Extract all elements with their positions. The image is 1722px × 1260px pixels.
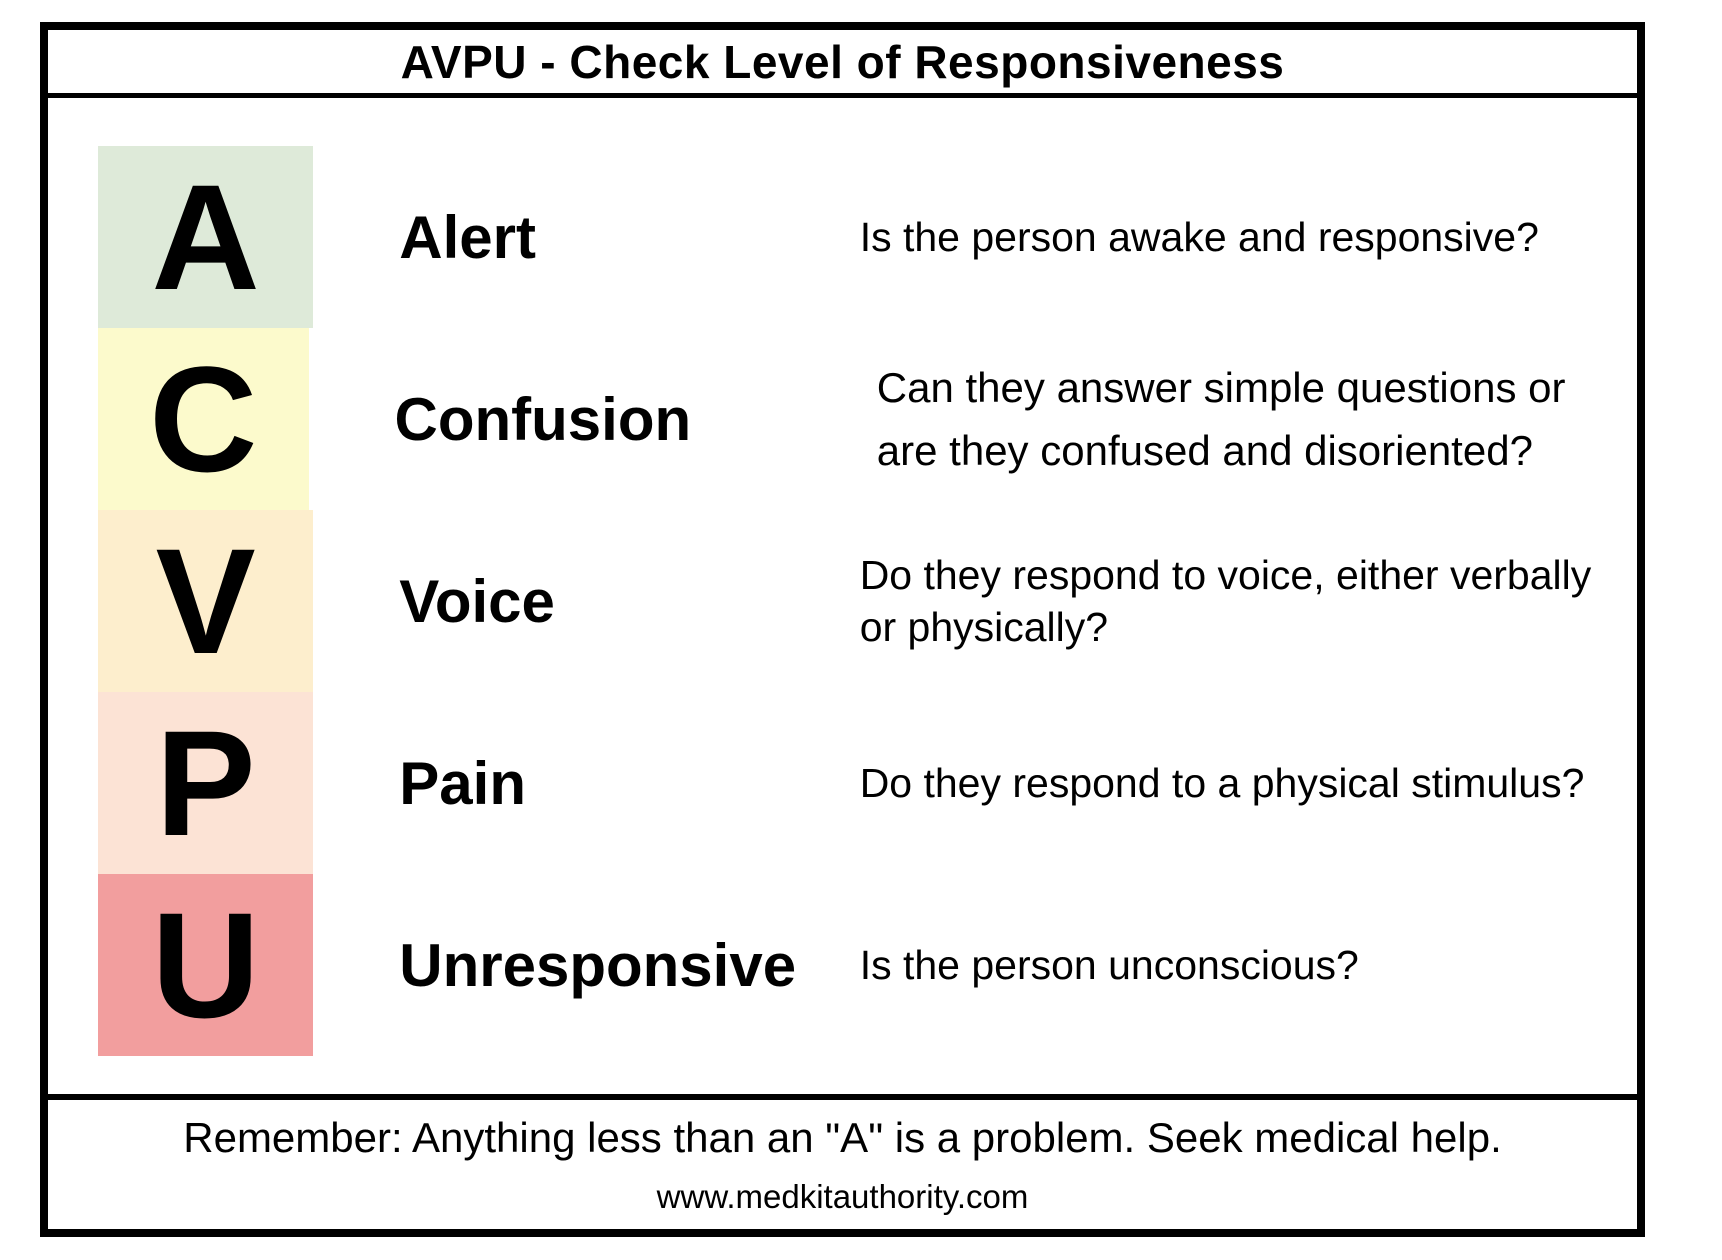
description-voice: Do they respond to voice, either verball… xyxy=(859,551,1592,650)
label-voice: Voice xyxy=(399,567,555,635)
reminder-text: Remember: Anything less than an "A" is a… xyxy=(183,1114,1502,1161)
footer: Remember: Anything less than an "A" is a… xyxy=(48,1094,1637,1229)
website-text: www.medkitauthority.com xyxy=(656,1178,1029,1216)
letter-a: A xyxy=(98,146,314,328)
letter-v: V xyxy=(98,510,314,692)
letter-u: U xyxy=(98,874,314,1056)
page-title: AVPU - Check Level of Responsiveness xyxy=(400,35,1285,88)
label-alert: Alert xyxy=(399,203,536,271)
row-pain: P Pain Do they respond to a physical sti… xyxy=(98,692,1637,874)
avpu-card: AVPU - Check Level of Responsiveness A A… xyxy=(40,22,1645,1237)
row-confusion: C Confusion Can they answer simple quest… xyxy=(98,328,1637,510)
letter-p: P xyxy=(98,692,314,874)
description-unresponsive: Is the person unconscious? xyxy=(859,941,1359,988)
row-alert: A Alert Is the person awake and responsi… xyxy=(98,146,1637,328)
description-pain: Do they respond to a physical stimulus? xyxy=(859,759,1585,806)
label-unresponsive: Unresponsive xyxy=(399,931,797,999)
letter-c: C xyxy=(98,328,309,510)
label-pain: Pain xyxy=(399,749,526,817)
row-unresponsive: U Unresponsive Is the person unconscious… xyxy=(98,874,1637,1056)
row-voice: V Voice Do they respond to voice, either… xyxy=(98,510,1637,692)
label-confusion: Confusion xyxy=(394,385,692,453)
description-confusion: Can they answer simple questions or are … xyxy=(876,364,1566,474)
description-alert: Is the person awake and responsive? xyxy=(859,213,1539,260)
avpu-table: A Alert Is the person awake and responsi… xyxy=(48,98,1637,1094)
title-bar: AVPU - Check Level of Responsiveness xyxy=(48,30,1637,98)
